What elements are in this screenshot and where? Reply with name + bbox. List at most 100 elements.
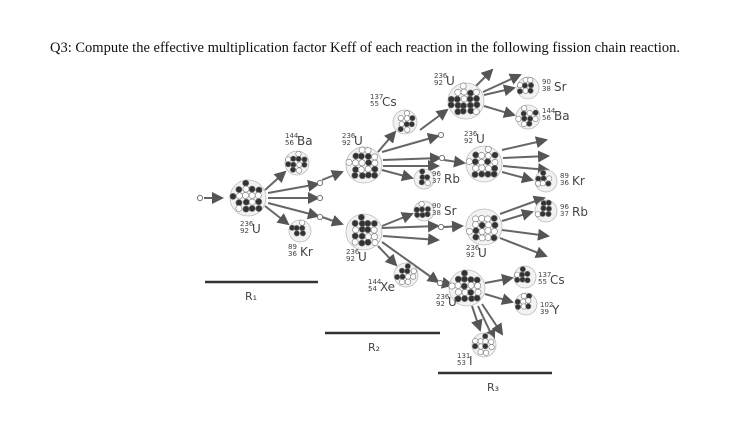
- label-sr90-mass: 90: [432, 202, 441, 210]
- incoming-neutron: [196, 194, 204, 202]
- arrow-n1-c: [267, 202, 320, 220]
- arrow-u3d-n2: [477, 305, 496, 342]
- question-text: Q3: Compute the effective multiplication…: [50, 40, 681, 56]
- arrow-u3b-kr: [501, 171, 534, 184]
- arrow-u2t-cs: [377, 130, 397, 153]
- label-ba144-s3-symbol: Ba: [554, 109, 570, 123]
- label-cs137-symbol: Cs: [382, 95, 397, 109]
- nucleus-kr89-s3: [534, 169, 558, 193]
- nucleus-i131-s3: [471, 332, 497, 358]
- nucleus-kr89: [288, 219, 312, 243]
- label-cs137-mass: 137: [370, 93, 383, 101]
- arrow-to-u2-bot: [321, 215, 344, 227]
- label-ba144-mass: 144: [285, 132, 299, 140]
- label-y102-s3-symbol: Y: [551, 303, 560, 317]
- label-sr90-z: 38: [432, 209, 441, 217]
- label-kr89-s3-z: 36: [560, 179, 569, 187]
- nucleus-y102-s3: [514, 292, 538, 316]
- neutron-s2-a: [437, 131, 445, 139]
- arrow-u1-kr: [264, 205, 290, 226]
- label-sr90-s3-z: 38: [542, 85, 551, 93]
- nucleus-ba144: [284, 150, 310, 176]
- label-rb96-mass: 96: [432, 170, 441, 178]
- label-i131-s3-z: 53: [457, 359, 466, 367]
- stage-label-r2: R₂: [368, 341, 380, 354]
- arrow-n1-a: [267, 179, 320, 194]
- nucleus-u236-stage3-d: [448, 269, 486, 307]
- label-ba144-s3-z: 56: [542, 114, 551, 122]
- arrow-u3c-n3: [499, 195, 546, 215]
- arrow-n2-a: [381, 132, 440, 153]
- arrow-u2t-rb: [381, 169, 414, 182]
- label-sr90-s3-symbol: Sr: [554, 80, 567, 94]
- arrow-u3c-n1: [501, 228, 550, 241]
- label-u236-stage3-a-symbol: U: [446, 74, 455, 88]
- label-u236-stage2-bot-mass: 236: [346, 248, 360, 256]
- label-rb96-s3-symbol: Rb: [572, 205, 588, 219]
- neutron-s1-a: [316, 179, 324, 187]
- label-i131-s3-symbol: I: [469, 354, 473, 368]
- neutron-s1-b: [316, 194, 324, 202]
- nucleus-ba144-s3: [515, 104, 541, 130]
- label-u236-stage3-b-mass: 236: [464, 130, 478, 138]
- label-xe144-symbol: Xe: [380, 280, 395, 294]
- label-u236-stage2-bot-z: 92: [346, 255, 355, 263]
- arrow-to-u3-top: [419, 108, 449, 131]
- label-u236-stage3-b-symbol: U: [476, 132, 485, 146]
- label-u236-stage1-z: 92: [240, 227, 249, 235]
- arrow-n2-d: [382, 233, 440, 246]
- label-y102-s3-mass: 102: [540, 301, 553, 309]
- label-kr89-mass: 89: [288, 243, 297, 251]
- label-i131-s3-mass: 131: [457, 352, 470, 360]
- nucleus-xe144: [393, 262, 419, 288]
- arrow-u3c-rb: [501, 209, 534, 222]
- neutron-s1-c: [316, 213, 324, 221]
- label-xe144-mass: 144: [368, 278, 382, 286]
- arrow-u3d-cs: [484, 273, 514, 286]
- label-cs137-s3-z: 55: [538, 278, 547, 286]
- nucleus-cs137-s3: [513, 265, 537, 289]
- label-rb96-symbol: Rb: [444, 172, 460, 186]
- label-cs137-z: 55: [370, 100, 379, 108]
- stage-label-r3: R₃: [487, 381, 499, 394]
- label-u236-stage2-bot-symbol: U: [358, 250, 367, 264]
- label-u236-stage3-d-symbol: U: [448, 295, 457, 309]
- nuclei-layer: [229, 76, 558, 358]
- nucleus-sr90-s3: [516, 76, 540, 100]
- arrow-to-u2-top: [321, 170, 344, 182]
- nucleus-sr90: [413, 200, 435, 222]
- label-u236-stage3-c-z: 92: [466, 251, 475, 259]
- stage-label-r1: R₁: [245, 290, 257, 303]
- arrow-u1-ba: [264, 170, 287, 191]
- neutron-s2-b: [438, 154, 446, 162]
- arrow-to-u3-mid: [443, 155, 466, 168]
- label-kr89-symbol: Kr: [300, 245, 313, 259]
- label-rb96-s3-z: 37: [560, 210, 569, 218]
- arrow-u2b-sr: [381, 212, 414, 227]
- neutron-s2-e: [436, 279, 444, 287]
- label-u236-stage3-c-mass: 236: [466, 244, 480, 252]
- label-rb96-s3-mass: 96: [560, 203, 569, 211]
- label-u236-stage3-b-z: 92: [464, 137, 473, 145]
- nucleus-u236-stage2-bot: [345, 213, 383, 251]
- label-u236-stage3-a-z: 92: [434, 79, 443, 87]
- label-u236-stage3-d-z: 92: [436, 300, 445, 308]
